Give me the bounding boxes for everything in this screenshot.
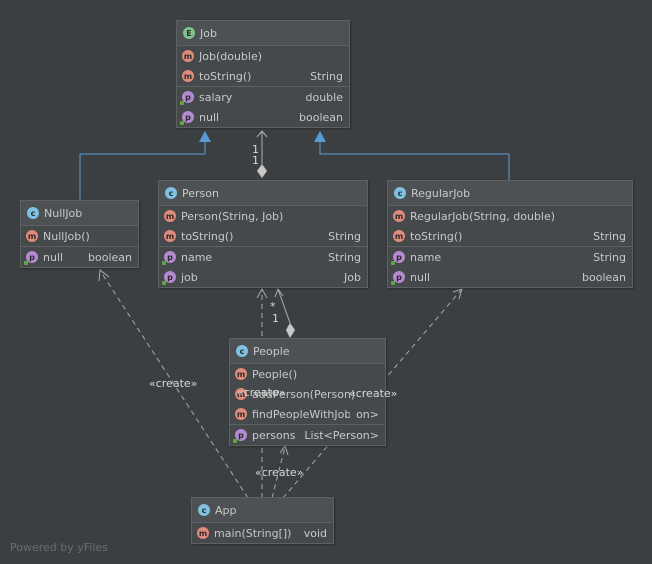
composition-people-person	[274, 287, 291, 324]
method-icon: m	[235, 368, 247, 380]
method-icon: m	[235, 388, 247, 400]
property-row[interactable]: p persons List<Person>	[230, 425, 385, 445]
person-properties: p name String p job Job	[159, 247, 367, 287]
create-label: «create»	[149, 377, 198, 390]
generalization-nulljob-job	[79, 142, 206, 200]
class-app[interactable]: c App m main(String[]) void	[191, 497, 334, 544]
job-header[interactable]: E Job	[177, 21, 349, 46]
app-header[interactable]: c App	[192, 498, 333, 523]
class-person[interactable]: c Person m Person(String, Job) m toStrin…	[158, 180, 368, 288]
regularjob-methods: m RegularJob(String, double) m toString(…	[388, 206, 632, 247]
nulljob-header[interactable]: c NullJob	[21, 201, 138, 226]
property-icon: p	[162, 251, 176, 265]
regularjob-properties: p name String p null boolean	[388, 247, 632, 287]
method-row[interactable]: m Job(double)	[182, 49, 263, 63]
property-icon: p	[391, 251, 405, 265]
class-nulljob[interactable]: c NullJob m NullJob() p null boolean	[20, 200, 139, 268]
property-icon: p	[24, 251, 38, 265]
job-methods: m Job(double) m toString() String	[177, 46, 349, 87]
enum-icon: E	[183, 27, 195, 39]
class-icon: c	[165, 187, 177, 199]
regularjob-header[interactable]: c RegularJob	[388, 181, 632, 206]
method-icon: m	[393, 210, 405, 222]
people-properties: p persons List<Person>	[230, 425, 385, 445]
property-icon: p	[233, 429, 247, 443]
composition-diamond-person-job	[256, 163, 268, 179]
class-icon: c	[198, 504, 210, 516]
multiplicity-label: 1	[252, 154, 259, 167]
class-icon: c	[236, 345, 248, 357]
nulljob-properties: p null boolean	[21, 247, 138, 267]
dependency-arrowhead-regularjob	[452, 288, 463, 300]
method-icon: m	[197, 527, 209, 539]
property-row[interactable]: p null boolean	[388, 267, 632, 287]
property-row[interactable]: p salary double	[177, 87, 349, 107]
create-label: «create»	[255, 466, 304, 479]
composition-diamond-people-person	[285, 322, 296, 339]
multiplicity-label: 1	[272, 312, 279, 325]
people-methods: m People() m addPerson(Person) m findPeo…	[230, 364, 385, 425]
method-icon: m	[26, 230, 38, 242]
property-row[interactable]: p null boolean	[177, 107, 349, 127]
method-row[interactable]: m toString() String	[393, 229, 626, 243]
nulljob-methods: m NullJob()	[21, 226, 138, 247]
method-row[interactable]: m Person(String, Job)	[164, 209, 284, 223]
composition-person-job	[256, 130, 268, 164]
multiplicity-label: 1	[252, 143, 259, 156]
class-icon: c	[27, 207, 39, 219]
method-icon: m	[164, 230, 176, 242]
property-icon: p	[180, 111, 194, 125]
property-row[interactable]: p name String	[159, 247, 367, 267]
person-header[interactable]: c Person	[159, 181, 367, 206]
job-title: Job	[200, 26, 217, 40]
generalization-arrowhead-regularjob	[314, 131, 326, 142]
app-methods: m main(String[]) void	[192, 523, 333, 543]
person-title: Person	[182, 186, 219, 200]
app-title: App	[215, 503, 237, 517]
property-row[interactable]: p null boolean	[21, 247, 138, 267]
method-row[interactable]: m toString() String	[164, 229, 361, 243]
class-icon: c	[394, 187, 406, 199]
method-row[interactable]: m addPerson(Person)	[235, 387, 356, 401]
method-row[interactable]: m findPeopleWithJobs() on>	[235, 407, 379, 421]
create-label: «create»	[237, 386, 286, 399]
dependency-arrowhead-people	[279, 444, 289, 456]
job-properties: p salary double p null boolean	[177, 87, 349, 127]
watermark: Powered by yFiles	[10, 541, 108, 554]
class-people[interactable]: c People m People() m addPerson(Person) …	[229, 338, 386, 446]
dependency-arrowhead-nulljob	[98, 269, 110, 282]
class-job[interactable]: E Job m Job(double) m toString() String …	[176, 20, 350, 128]
generalization-arrowhead-nulljob	[199, 131, 211, 142]
method-row[interactable]: m People()	[235, 367, 298, 381]
method-row[interactable]: m main(String[]) void	[197, 526, 327, 540]
people-title: People	[253, 344, 290, 358]
dependency-arrowhead-person	[256, 287, 268, 299]
method-row[interactable]: m RegularJob(String, double)	[393, 209, 556, 223]
method-icon: m	[235, 408, 247, 420]
people-header[interactable]: c People	[230, 339, 385, 364]
method-icon: m	[164, 210, 176, 222]
property-icon: p	[391, 271, 405, 285]
property-icon: p	[162, 271, 176, 285]
regularjob-title: RegularJob	[411, 186, 471, 200]
method-row[interactable]: m toString() String	[182, 69, 343, 83]
method-icon: m	[182, 50, 194, 62]
generalization-regularjob-job	[319, 142, 510, 180]
method-row[interactable]: m NullJob()	[26, 229, 90, 243]
class-regularjob[interactable]: c RegularJob m RegularJob(String, double…	[387, 180, 633, 288]
property-row[interactable]: p job Job	[159, 267, 367, 287]
person-methods: m Person(String, Job) m toString() Strin…	[159, 206, 367, 247]
property-icon: p	[180, 91, 194, 105]
multiplicity-label: *	[270, 300, 276, 313]
property-row[interactable]: p name String	[388, 247, 632, 267]
method-icon: m	[182, 70, 194, 82]
create-label: «create»	[349, 387, 398, 400]
nulljob-title: NullJob	[44, 206, 83, 220]
method-icon: m	[393, 230, 405, 242]
